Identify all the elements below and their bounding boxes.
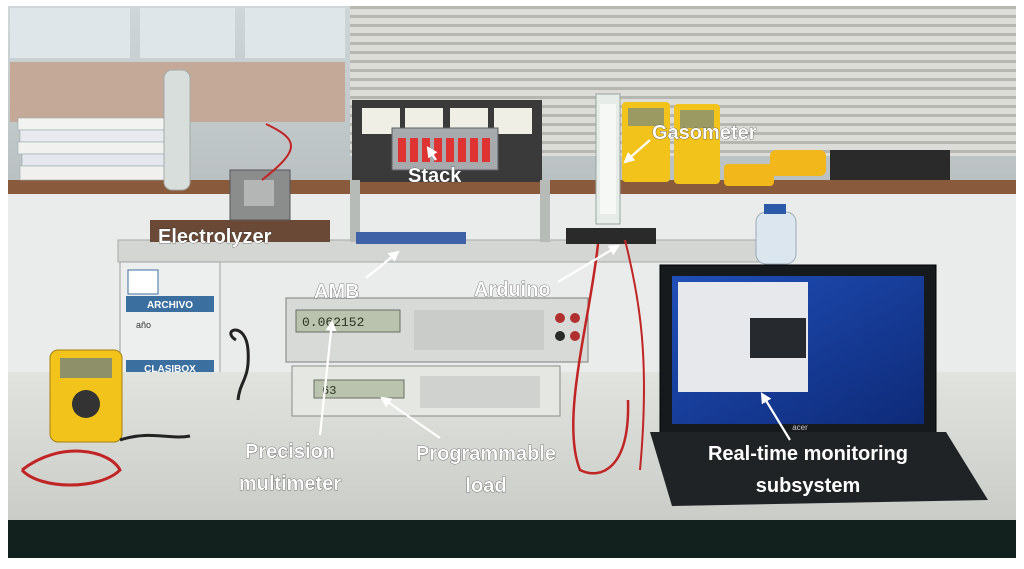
shelf-leg [540,180,550,242]
shelf-leg [350,180,360,242]
books-stack [17,117,169,181]
gasometer-device [595,93,621,225]
programmable-load-device: 63 [291,365,561,417]
gasometer-label: Gasometer [652,122,757,144]
arduino-arrow [557,244,620,283]
precision-multimeter-label-line2: multimeter [239,473,341,495]
gasometer-arrow [623,139,651,164]
binder-model-text: CLASIBOX [144,364,196,375]
glass-bottle [163,69,191,191]
bench-edge [8,520,1016,558]
programmable-load-label-line1: Programmable [416,443,556,465]
handheld-multimeter [49,349,123,443]
amb-label: AMB [314,281,360,303]
window-sill [8,180,1016,194]
electrolyzer-device [150,169,330,242]
cables [20,123,645,487]
fuel-cell-stack [391,127,499,171]
multimeter-display-text: 0.062152 [302,315,364,330]
arduino-board [566,228,656,244]
precision-multimeter-device: 0.062152 [285,297,589,363]
annotation-arrows [318,139,791,441]
monitoring-label-line1: Real-time monitoring [708,443,908,465]
annotation-labels: Gasometer Stack Electrolyzer AMB Arduino… [158,122,909,498]
laptop: acer [650,264,988,506]
amb-arrow [365,250,400,279]
binder-brand-text: ARCHIVO [147,300,193,311]
programmable-load-label-line2: load [465,475,506,497]
arduino-label: Arduino [474,279,551,301]
laptop-brand-text: acer [792,423,808,432]
precision-multimeter-label-line1: Precision [245,441,335,463]
stack-arrow [426,146,438,161]
monitoring-arrow [760,392,791,441]
stack-label: Stack [408,165,462,187]
programmable-load-arrow [380,396,441,439]
electrolyzer-label: Electrolyzer [158,226,272,248]
water-bottle [755,204,797,265]
power-supply [352,100,542,182]
binder-field-text: año [136,320,151,330]
monitoring-label-line2: subsystem [756,475,861,497]
amb-board [356,232,466,244]
precision-multimeter-arrow [318,319,337,436]
